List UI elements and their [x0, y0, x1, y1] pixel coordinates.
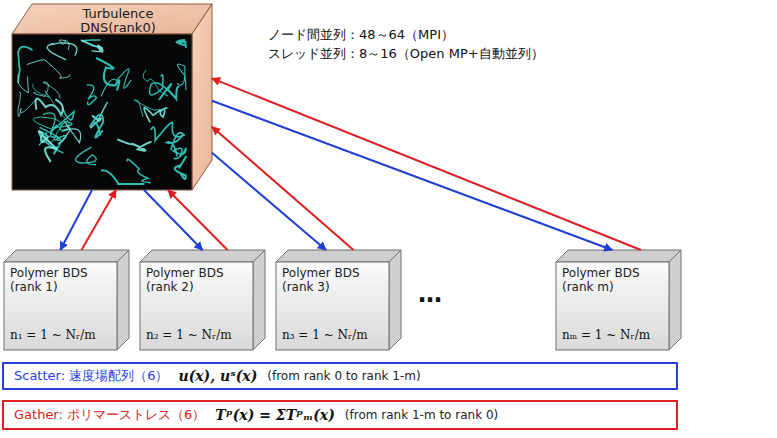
node-formula: Tᵖ(x) = ΣTᵖₘ(x): [215, 407, 335, 423]
cube-top-face: [140, 250, 265, 262]
process-cube: Polymer BDS (rank 3) n₃ = 1 ~ Nᵣ/m: [276, 250, 401, 350]
band-heading: Gather: ポリマーストレス（6）: [14, 406, 205, 424]
vortex-filament: [134, 100, 168, 117]
node-formula: u(x), uˢ(x): [178, 368, 257, 384]
process-cube: Polymer BDS (rank 1) n₁ = 1 ~ Nᵣ/m: [4, 250, 129, 350]
vortex-filament: [177, 64, 186, 90]
cube-side-face: [389, 250, 401, 350]
vortex-filament: [118, 140, 151, 151]
cube-front-face: [556, 262, 669, 350]
vortex-filament: [97, 58, 120, 89]
scatter-arrow: [212, 101, 612, 250]
node-title: Polymer BDS (rank 1): [10, 266, 111, 294]
node-title: Polymer BDS (rank 2): [146, 266, 247, 294]
vortex-filament: [175, 157, 186, 179]
process-cube: Polymer BDS (rank 2) n₂ = 1 ~ Nᵣ/m: [140, 250, 265, 350]
info-band: Gather: ポリマーストレス（6） Tᵖ(x) = ΣTᵖₘ(x) (from …: [2, 400, 678, 430]
node-title: Turbulence DNS(rank0): [62, 7, 174, 35]
vortex-filament: [18, 74, 29, 93]
cube-side-face: [117, 250, 129, 350]
vortex-filament: [47, 43, 77, 60]
vortex-filament: [76, 147, 97, 164]
vortex-filament: [87, 85, 96, 105]
node-formula: nₘ = 1 ~ Nᵣ/m: [562, 328, 663, 342]
vortex-filament: [27, 60, 70, 78]
scatter-arrow: [144, 190, 203, 250]
cube-front-face: [4, 262, 117, 350]
vortex-filament: [33, 82, 60, 98]
gather-arrow: [212, 78, 641, 250]
cube-front-face: [140, 262, 253, 350]
vortex-filament: [18, 47, 32, 83]
gather-arrow: [168, 190, 228, 250]
vortex-filament: [143, 70, 168, 96]
cube-top-face: [4, 250, 129, 262]
cube-top-face: [276, 250, 401, 262]
vortex-filament: [81, 40, 103, 52]
node-formula: (from rank 0 to rank 1-m): [267, 369, 420, 383]
vortex-filament: [149, 75, 167, 95]
annotation-text: ノード間並列：48～64（MPI）: [268, 26, 454, 44]
vortex-filament: [58, 122, 80, 144]
node-formula: n₃ = 1 ~ Nᵣ/m: [282, 328, 383, 342]
node-formula: n₂ = 1 ~ Nᵣ/m: [146, 328, 247, 342]
vortex-filament: [127, 159, 150, 182]
process-cube: Polymer BDS (rank m) nₘ = 1 ~ Nᵣ/m: [556, 250, 681, 350]
annotation-text: スレッド並列：8～16（Open MP+自動並列）: [268, 45, 544, 63]
cube-front-face: [276, 262, 389, 350]
gather-arrow: [82, 190, 117, 250]
vortex-filament: [102, 170, 144, 184]
cube-top-face: [556, 250, 681, 262]
scatter-arrow: [212, 153, 326, 250]
vortex-filament: [59, 40, 69, 50]
ellipsis-mark: …: [418, 280, 442, 308]
vortex-filament: [176, 40, 186, 47]
node-formula: (from rank 1-m to rank 0): [345, 408, 498, 422]
band-heading: Scatter: 速度場配列（6）: [14, 367, 168, 385]
vortex-filament: [18, 92, 35, 117]
simulation-cube: Turbulence DNS(rank0): [12, 4, 212, 190]
cube-side-face: [192, 4, 212, 190]
cube-top-face: [12, 4, 212, 34]
vortex-filament: [173, 148, 186, 159]
node-formula: n₁ = 1 ~ Nᵣ/m: [10, 328, 111, 342]
vortex-filament: [90, 114, 104, 137]
info-band: Scatter: 速度場配列（6） u(x), uˢ(x) (from rank 0…: [2, 362, 678, 390]
node-title: Polymer BDS (rank m): [562, 266, 663, 294]
vortex-filament: [39, 131, 57, 161]
node-title: Polymer BDS (rank 3): [282, 266, 383, 294]
vortex-filament: [43, 113, 72, 130]
cube-front-face: [12, 34, 192, 190]
cube-side-face: [669, 250, 681, 350]
cube-side-face: [253, 250, 265, 350]
